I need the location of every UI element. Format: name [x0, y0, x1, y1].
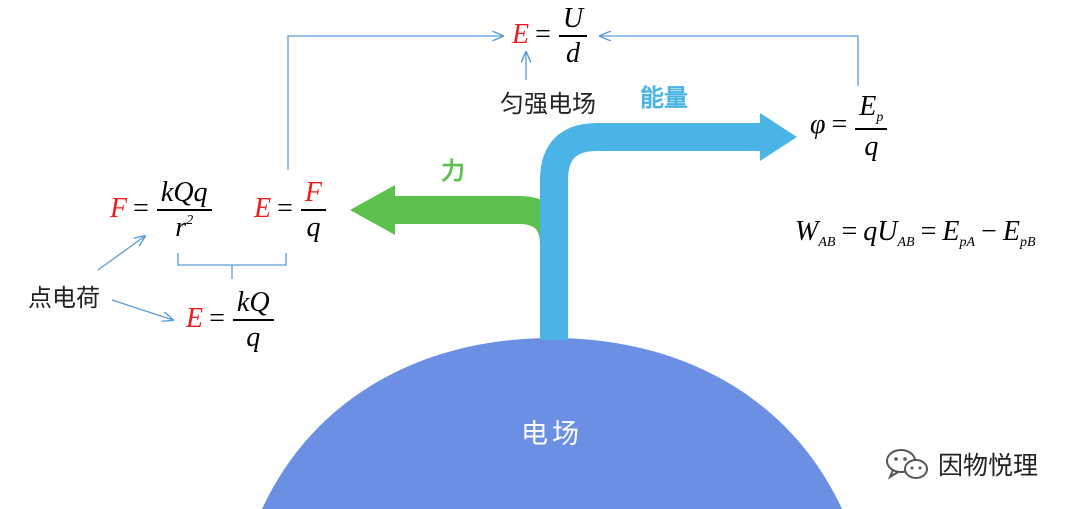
energy-arrow [540, 123, 760, 340]
bracket-connector [177, 253, 287, 279]
force-label: 力 [441, 157, 465, 185]
connector-potential-to-uniform [600, 36, 859, 86]
connector-def-to-uniform [287, 36, 503, 170]
charge-symbol: q [863, 216, 878, 247]
subscript: AB [818, 235, 836, 250]
uniform-field-label: 匀强电场 [500, 90, 596, 118]
equals-sign: = [841, 216, 858, 247]
force-symbol: F [110, 192, 128, 224]
connector-charge-to-coulomb [97, 236, 145, 271]
subscript: pB [1019, 235, 1036, 250]
voltage-symbol: U [877, 216, 898, 247]
subscript: pA [959, 235, 976, 250]
numerator: Ep [855, 91, 888, 130]
denominator: q [864, 130, 879, 162]
radius-symbol: r [175, 212, 187, 244]
potential-symbol: φ [810, 108, 826, 140]
energy-symbol: E [859, 91, 877, 122]
watermark-text: 因物悦理 [938, 451, 1039, 480]
exponent: 2 [186, 213, 194, 229]
energy-symbol: E [942, 216, 960, 247]
energy-label: 能量 [640, 84, 688, 112]
denominator: q [246, 322, 261, 354]
equals-sign: = [277, 192, 293, 224]
force-arrow-head [350, 185, 395, 235]
work-symbol: W [795, 216, 819, 247]
numerator: kQ [232, 288, 274, 322]
numerator: U [558, 4, 588, 38]
equals-sign: = [920, 216, 937, 247]
denominator: r2 [171, 211, 197, 242]
work-energy-formula: WAB=qUAB=EpA−EpB [795, 216, 1036, 251]
subscript: p [876, 110, 884, 125]
denominator: d [566, 38, 581, 70]
field-dome [262, 338, 842, 509]
energy-symbol: E [1002, 216, 1020, 247]
equals-sign: = [535, 18, 551, 50]
subscript: AB [897, 235, 915, 250]
force-arrow [392, 196, 568, 340]
equals-sign: = [831, 108, 848, 140]
minus-sign: − [981, 216, 997, 247]
connector-charge-to-point-field [111, 299, 173, 320]
electric-field-label: 电场 [521, 419, 583, 450]
wechat-icon [886, 449, 928, 480]
equals-sign: = [209, 302, 225, 334]
field-symbol: E [512, 18, 530, 50]
equals-sign: = [133, 192, 149, 224]
field-symbol: E [254, 192, 272, 224]
watermark: 因物悦理 [884, 446, 1038, 482]
energy-arrow-head [760, 113, 797, 161]
numerator: F [300, 178, 327, 212]
point-charge-label: 点电荷 [28, 284, 100, 312]
denominator: q [306, 212, 321, 244]
numerator: kQq [156, 178, 212, 212]
field-symbol: E [186, 302, 204, 334]
